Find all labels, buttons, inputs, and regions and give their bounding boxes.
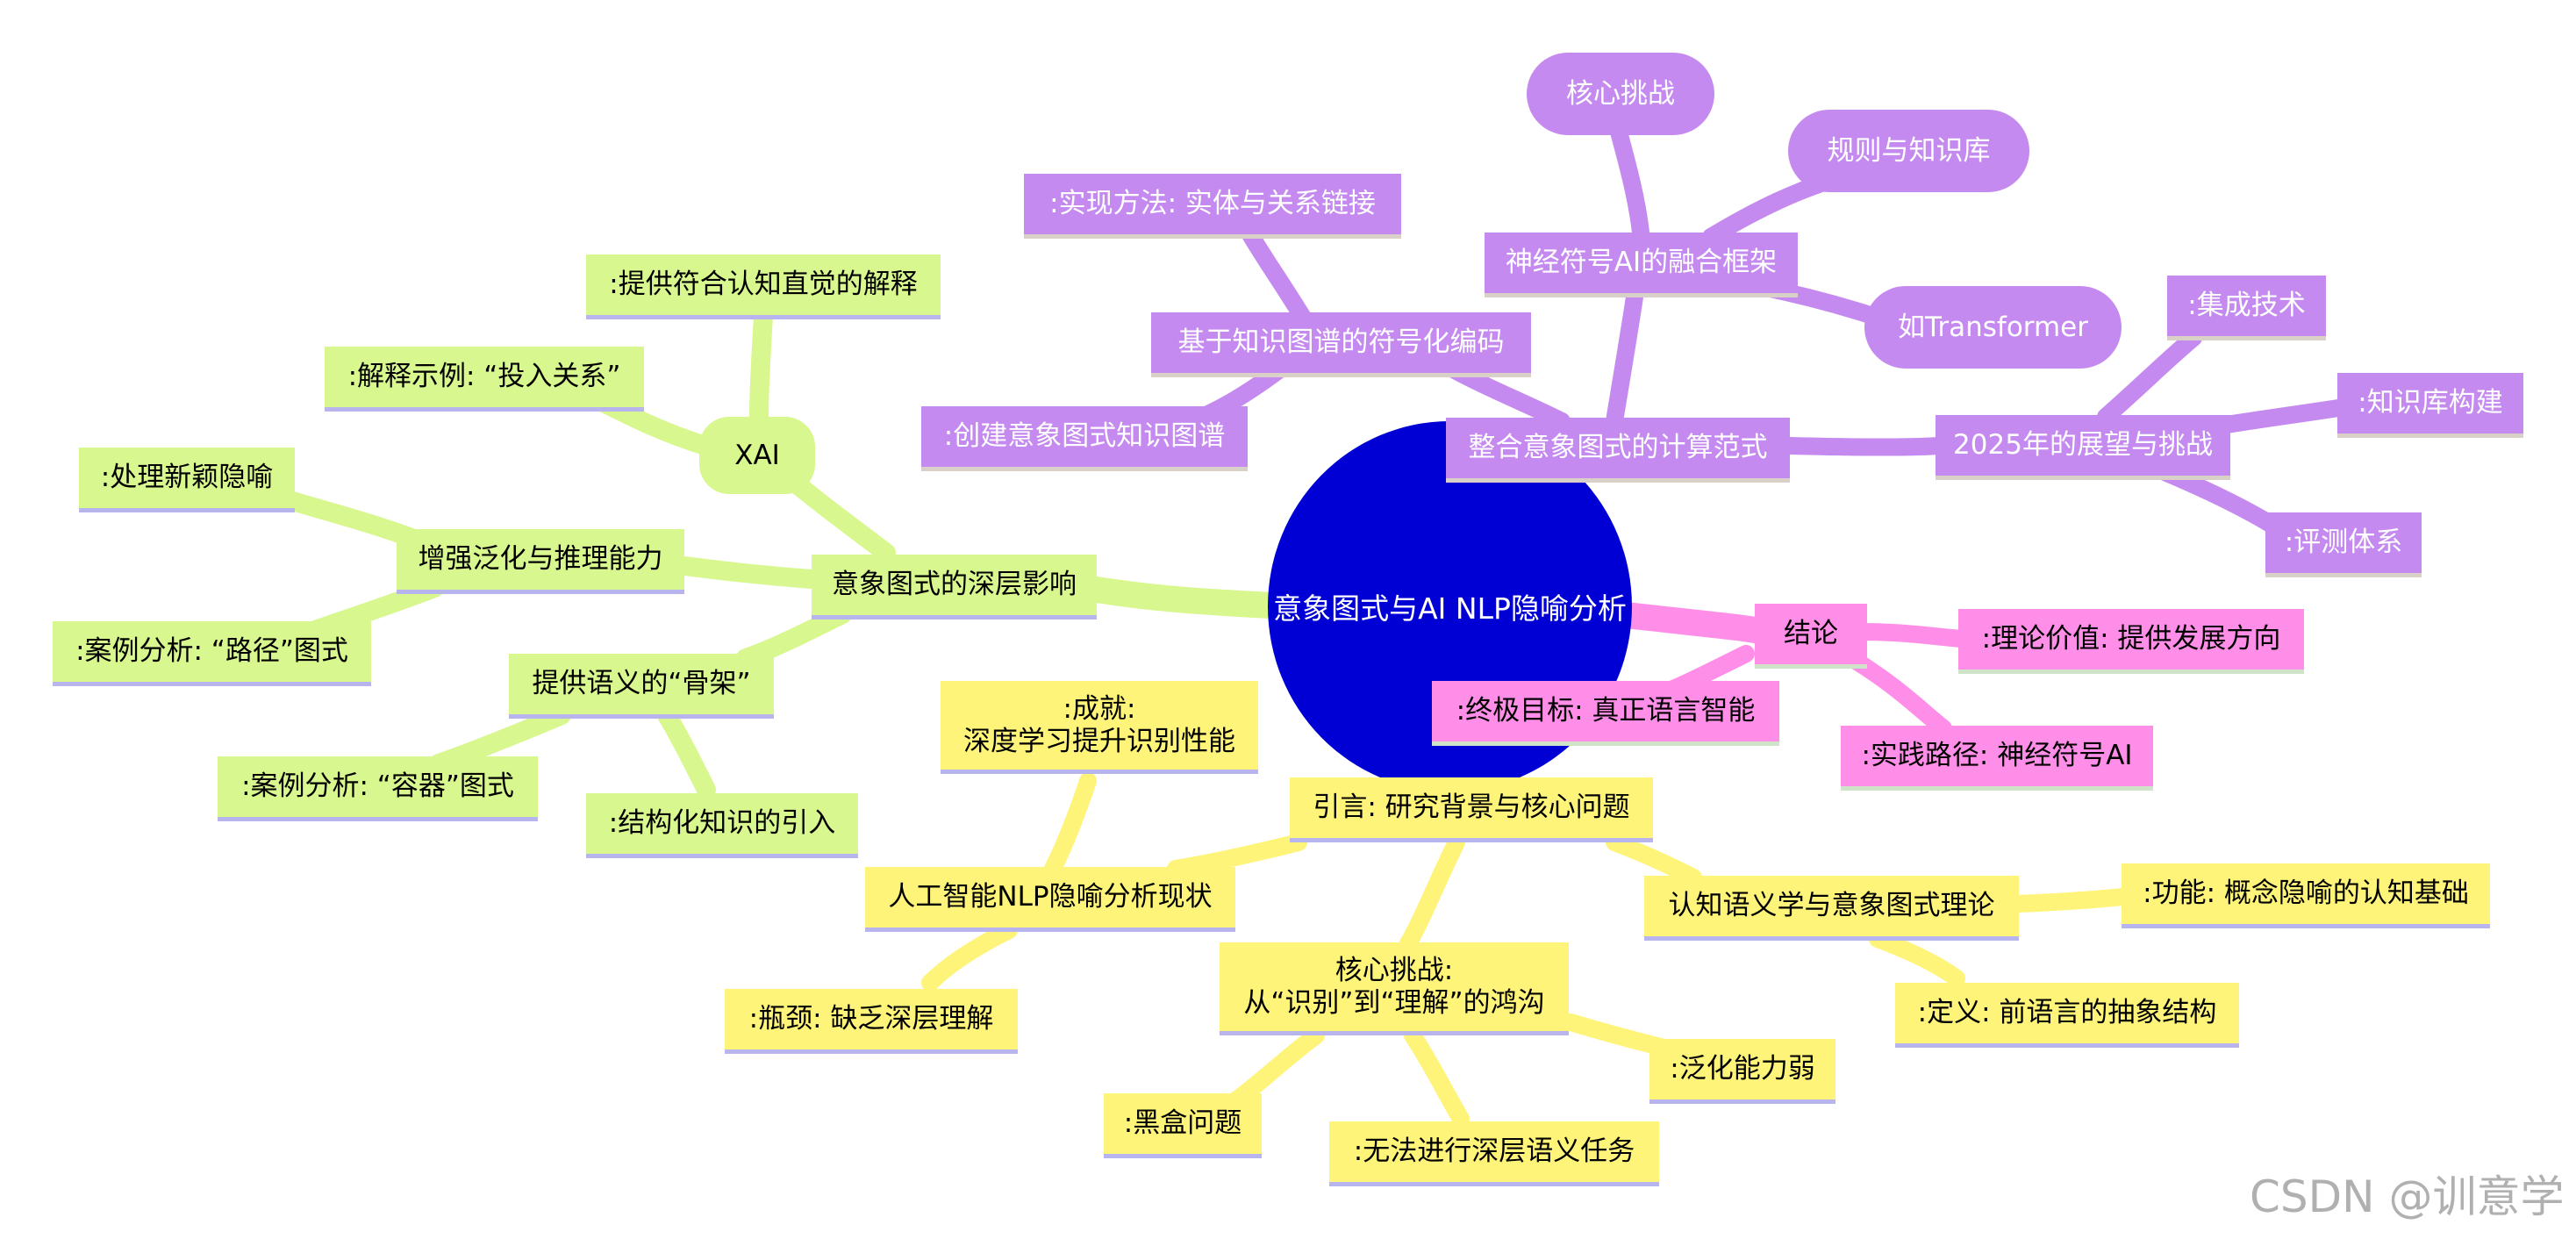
edge-neuro-challenge — [1610, 123, 1649, 241]
edge-impact-xai — [780, 469, 896, 562]
node-outlook-2025[interactable]: 2025年的展望与挑战 — [1936, 415, 2230, 480]
node-ultimate-goal[interactable]: :终极目标: 真正语言智能 — [1432, 681, 1779, 746]
node-container-case[interactable]: :案例分析: “容器”图式 — [218, 756, 538, 821]
achievement-line-2: 深度学习提升识别性能 — [963, 725, 1235, 757]
node-neuro-symbolic[interactable]: 神经符号AI的融合框架 — [1485, 233, 1798, 297]
node-xai-example[interactable]: :解释示例: “投入关系” — [325, 347, 644, 412]
node-definition[interactable]: :定义: 前语言的抽象结构 — [1895, 983, 2239, 1048]
node-computational-paradigm[interactable]: 整合意象图式的计算范式 — [1446, 418, 1790, 483]
edge-root-conclusion — [1606, 601, 1777, 645]
edge-conclusion-theory — [1851, 623, 1970, 648]
node-integration[interactable]: :集成技术 — [2167, 276, 2326, 340]
node-kg-encoding[interactable]: 基于知识图谱的符号化编码 — [1151, 312, 1531, 377]
node-semantic-skeleton[interactable]: 提供语义的“骨架” — [509, 654, 774, 719]
node-introduction[interactable]: 引言: 研究背景与核心问题 — [1290, 777, 1653, 842]
edge-intro-core — [1399, 834, 1465, 952]
edge-impact-skeleton — [736, 605, 852, 668]
node-cognitive-semantics[interactable]: 认知语义学与意象图式理论 — [1644, 876, 2019, 941]
edge-outlook-integration — [2097, 329, 2202, 426]
node-novel-metaphor[interactable]: :处理新颖隐喻 — [79, 448, 295, 512]
node-evaluation[interactable]: :评测体系 — [2265, 512, 2422, 577]
edge-core-deep — [1404, 1027, 1470, 1128]
edge-skeleton-structured — [657, 705, 716, 799]
edge-xai-explain — [749, 306, 773, 426]
edge-conclusion-practice — [1843, 649, 1952, 737]
node-bottleneck[interactable]: :瓶颈: 缺乏深层理解 — [725, 989, 1018, 1054]
node-kg-method[interactable]: :实现方法: 实体与关系链接 — [1024, 174, 1401, 239]
edge-computational-outlook — [1781, 437, 1948, 456]
edge-cognitive-function — [2009, 888, 2132, 913]
node-rules-kb[interactable]: 规则与知识库 — [1788, 110, 2029, 192]
node-path-case[interactable]: :案例分析: “路径”图式 — [53, 621, 371, 686]
edge-intro-ai — [1167, 834, 1307, 877]
node-conclusion[interactable]: 结论 — [1755, 604, 1867, 669]
node-blackbox[interactable]: :黑盒问题 — [1104, 1093, 1262, 1158]
watermark: CSDN @训意学 — [2250, 1171, 2565, 1222]
node-achievement[interactable]: :成就: 深度学习提升识别性能 — [941, 681, 1258, 774]
node-structured-knowledge[interactable]: :结构化知识的引入 — [586, 793, 858, 858]
node-function[interactable]: :功能: 概念隐喻的认知基础 — [2122, 863, 2490, 928]
node-core-challenge-gap[interactable]: 核心挑战: 从“识别”到“理解”的鸿沟 — [1220, 942, 1569, 1035]
node-theory-value[interactable]: :理论价值: 提供发展方向 — [1958, 609, 2304, 674]
achievement-line-1: :成就: — [1063, 692, 1136, 725]
edge-intro-cognitive — [1606, 834, 1702, 886]
edge-impact-generalize — [675, 556, 821, 589]
node-ai-status[interactable]: 人工智能NLP隐喻分析现状 — [865, 867, 1235, 932]
edge-ai-bottleneck — [921, 921, 1018, 992]
node-generalize[interactable]: 增强泛化与推理能力 — [397, 529, 684, 594]
node-transformer[interactable]: 如Transformer — [1864, 286, 2122, 369]
node-kb-build[interactable]: :知识库构建 — [2337, 373, 2523, 438]
node-weak-generalization[interactable]: :泛化能力弱 — [1649, 1039, 1835, 1104]
core-challenge-line-2: 从“识别”到“理解”的鸿沟 — [1243, 986, 1545, 1019]
node-deep-impact[interactable]: 意象图式的深层影响 — [812, 555, 1097, 620]
edge-root-impact — [1084, 577, 1285, 619]
node-deep-semantic[interactable]: :无法进行深层语义任务 — [1329, 1121, 1659, 1186]
node-xai[interactable]: XAI — [699, 417, 815, 494]
edge-computational-neuro — [1606, 276, 1645, 430]
node-core-challenge[interactable]: 核心挑战 — [1527, 53, 1714, 135]
edge-ai-achievement — [1044, 772, 1097, 877]
core-challenge-line-1: 核心挑战: — [1335, 954, 1454, 986]
node-xai-explain[interactable]: :提供符合认知直觉的解释 — [586, 254, 941, 319]
node-practice-path[interactable]: :实践路径: 神经符号AI — [1841, 726, 2153, 791]
edge-cognitive-definition — [1869, 930, 1965, 987]
node-kg-create[interactable]: :创建意象图式知识图谱 — [921, 406, 1248, 471]
